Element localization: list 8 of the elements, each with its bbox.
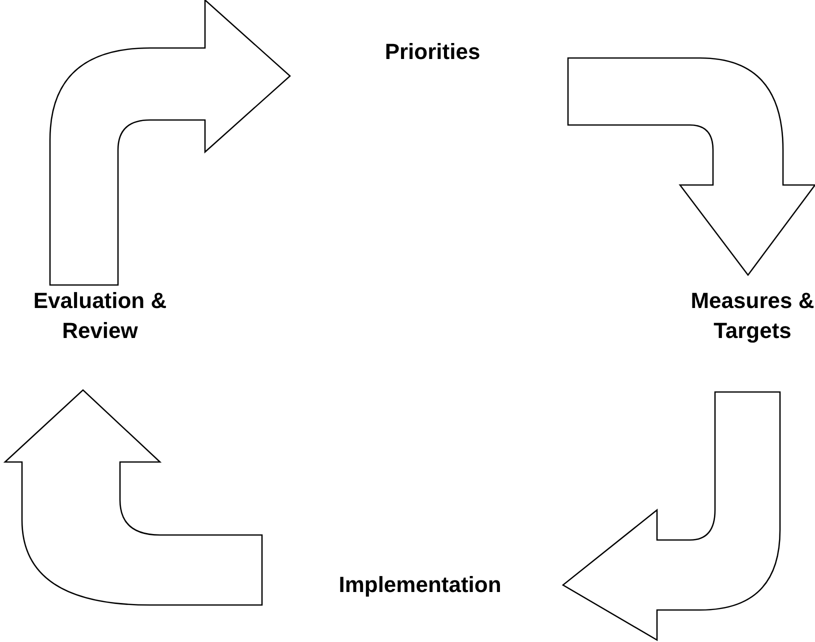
- curved-block-arrow: [562, 391, 781, 641]
- curved-block-arrow: [567, 57, 815, 276]
- curved-block-arrow: [49, 0, 291, 286]
- curved-block-arrow: [4, 389, 263, 606]
- stage-label: Measures & Targets: [690, 286, 815, 346]
- stage-label: Priorities: [370, 37, 495, 67]
- stage-label: Evaluation & Review: [20, 286, 180, 346]
- stage-label: Implementation: [325, 570, 515, 600]
